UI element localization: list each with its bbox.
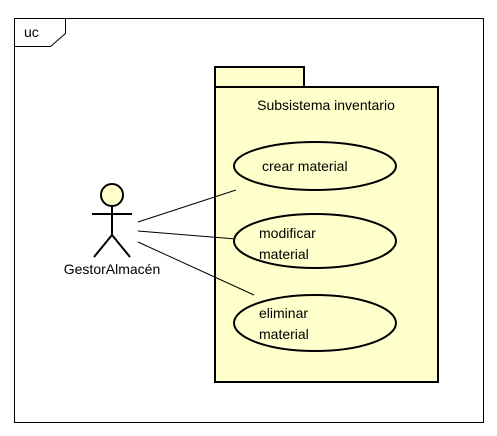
use-case-modificar-material[interactable]: modificar material: [233, 213, 397, 269]
subsystem-tab: [214, 66, 305, 88]
use-case-eliminar-material[interactable]: eliminar material: [233, 294, 397, 352]
use-case-ellipse: [233, 294, 397, 352]
subsystem-title: Subsistema inventario: [257, 97, 395, 113]
actor-gestor-almacen[interactable]: GestorAlmacén: [64, 183, 160, 277]
use-case-label: crear material: [262, 158, 348, 174]
frame-tag-box: [14, 18, 66, 47]
frame-tag-label: uc: [24, 24, 39, 40]
use-case-label: eliminar: [259, 305, 308, 321]
association-crear-material: [137, 189, 237, 223]
use-case-ellipse: [233, 213, 397, 269]
use-case-label: material: [259, 246, 309, 262]
use-case-crear-material[interactable]: crear material: [233, 141, 397, 191]
association-eliminar-material: [137, 241, 255, 296]
actor-head: [100, 183, 124, 207]
association-modificar-material: [137, 230, 237, 240]
use-case-ellipse: [233, 141, 397, 191]
actor-right-leg: [111, 234, 131, 258]
use-case-label: material: [259, 326, 309, 342]
actor-name: GestorAlmacén: [64, 261, 160, 277]
use-case-label: modificar: [259, 225, 316, 241]
actor-left-leg: [93, 234, 113, 258]
